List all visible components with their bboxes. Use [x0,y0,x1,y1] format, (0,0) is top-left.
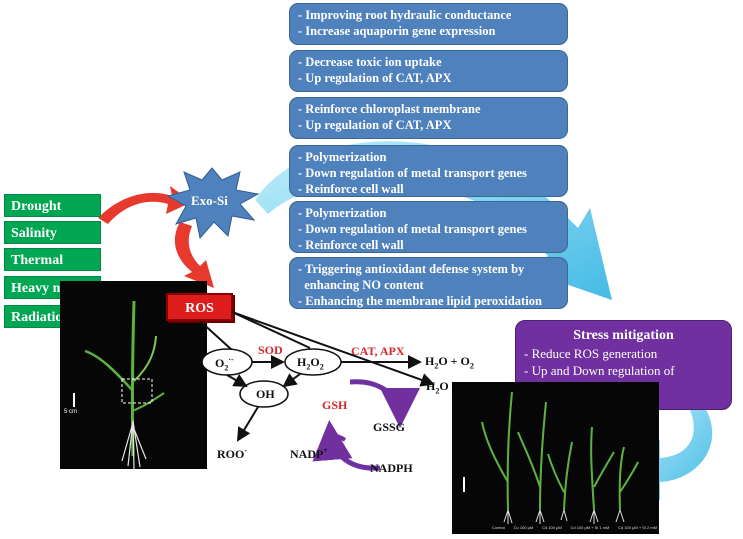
exo-si-label: Exo-Si [191,193,228,208]
oh-label: OH [256,387,275,401]
mechanism-box-5: - Polymerization - Down regulation of me… [289,201,568,253]
right-plant-photo: Control Cu 100 μM Cd 100 μM Cd 100 μM + … [452,382,659,534]
h2o2-label: H2O2 [297,355,324,372]
gssg-label: GSSG [373,420,406,434]
red-arrow-exosi-to-ros [174,222,214,288]
gsh-to-gssg-arrow [349,379,420,428]
roo-label: ROO- [217,446,248,461]
stress-drought: Drought [4,194,101,217]
oh-node [239,380,289,408]
mechanism-box-3: - Reinforce chloroplast membrane - Up re… [289,97,568,139]
ros-box: ROS [166,293,233,321]
o2-to-oh-arrow [226,373,248,388]
h2o-o2-label: H2O + O2 [425,354,474,371]
mechanism-box-2: - Decrease toxic ion uptake - Up regulat… [289,50,568,92]
stress-mitigation-title: Stress mitigation [573,328,674,343]
mitigation-line-1: - Reduce ROS generation [524,346,658,361]
nadp-cycle-arrow [320,433,347,449]
stress-thermal: Thermal [4,248,101,271]
gsh-label: GSH [322,398,348,412]
mechanism-box-6: - Triggering antioxidant defense system … [289,257,568,309]
exo-si-star [166,167,260,240]
ros-to-h2o2-line [231,311,311,349]
left-photo-scale-label: 5 cm [64,409,78,415]
mitigation-line-2: - Up and Down regulation of [524,363,675,378]
o2-radical-label: O2·- [215,355,234,373]
mechanism-box-4: - Polymerization - Down regulation of me… [289,145,568,197]
treatment-plants-illustration [463,391,639,524]
ros-to-o2-line [199,320,233,351]
right-photo-captions: Control Cu 100 μM Cd 100 μM Cd 100 μM + … [492,525,657,530]
h2o2-to-oh-arrow [282,373,301,388]
sod-label: SOD [258,343,283,357]
oh-to-roo-arrow [236,406,259,442]
h2o-label: H2O [426,379,449,396]
mechanism-box-1: - Improving root hydraulic conductance -… [289,3,568,45]
ros-to-h2o-line [231,311,435,387]
cat-apx-label: CAT, APX [351,344,405,358]
nadp-label: NADP+ [290,446,328,461]
nadph-label: NADPH [370,461,413,475]
plant-seedling-illustration [73,300,165,470]
stress-salinity: Salinity [4,221,101,244]
